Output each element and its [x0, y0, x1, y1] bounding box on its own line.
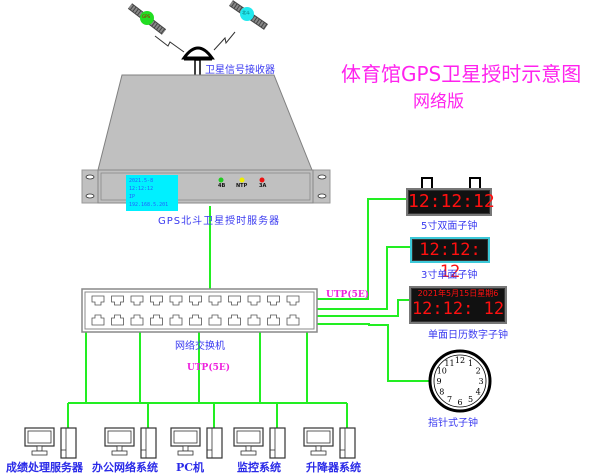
link-analog-clock	[316, 323, 430, 382]
led-3a-label: 3A	[259, 183, 267, 189]
terminal-label-monitoring: 监控系统	[237, 461, 281, 474]
network-links	[67, 198, 430, 428]
lcd-datetime: 2021.5-8 12:12:12	[129, 178, 154, 192]
link-5inch-clock	[316, 198, 406, 300]
analog-clock-label: 指针式子钟	[428, 418, 478, 429]
terminal-label-pc: PC机	[176, 461, 205, 474]
gps-signal-icon	[154, 35, 185, 53]
switch-port-top	[247, 295, 261, 306]
clock-numeral: 9	[436, 377, 441, 386]
computer-icon	[170, 427, 223, 459]
switch-port-top	[189, 295, 202, 306]
clock-numeral: 12	[455, 356, 465, 365]
computer-icon	[24, 427, 77, 459]
calendar-clock-time: 12:12: 12	[411, 299, 505, 319]
switch-port-bottom	[189, 314, 202, 326]
switch-port-bottom	[111, 314, 124, 326]
switch-port-top	[169, 295, 183, 306]
clock-3inch-label: 3寸单面子钟	[421, 270, 478, 281]
server-label: GPS北斗卫星授时服务器	[158, 216, 281, 227]
clock-numeral: 8	[439, 388, 444, 397]
switch-port-bottom	[150, 314, 163, 326]
diagram-subtitle: 网络版	[413, 92, 464, 112]
clock-numeral: 4	[476, 388, 481, 397]
switch-port-top	[267, 295, 280, 306]
clock-3inch-display: 12:12: 12	[410, 237, 490, 282]
gps-satellite	[127, 3, 167, 35]
lcd-ip: IP 192.168.5.201	[129, 194, 169, 208]
calendar-clock-label: 单面日历数字子钟	[428, 330, 508, 341]
switch-port-top	[228, 295, 241, 306]
switch-port-bottom	[286, 314, 300, 326]
receiver-label: 卫星信号接收器	[205, 65, 275, 76]
switch-port-top	[91, 295, 105, 306]
computer-icon	[233, 427, 286, 459]
terminal-label-office-network: 办公网络系统	[92, 461, 158, 474]
beidou-signal-icon	[213, 31, 236, 51]
clock-numeral: 6	[457, 398, 462, 407]
led-3a-icon	[259, 177, 265, 183]
switch-port-bottom	[91, 314, 105, 326]
switch-port-bottom	[130, 314, 144, 326]
link-calendar-clock	[316, 299, 410, 317]
switch-port-top	[130, 295, 144, 306]
switch-port-bottom	[228, 314, 241, 326]
clock-numeral: 11	[444, 359, 454, 368]
clock-numeral: 7	[447, 395, 452, 404]
clock-numeral: 3	[478, 377, 483, 386]
calendar-clock-display: 2021年5月15日星期6 12:12: 12	[409, 286, 507, 324]
link-3inch-clock	[316, 246, 410, 310]
clock-hanger-left-icon	[421, 177, 433, 188]
switch-port-bottom	[267, 314, 280, 326]
clock-numeral: 2	[476, 367, 481, 376]
switch-port-bottom	[247, 314, 261, 326]
calendar-clock-date: 2021年5月15日星期6	[417, 289, 499, 298]
led-4b-icon	[218, 177, 224, 183]
clock-hanger-right-icon	[469, 177, 481, 188]
clock-numeral: 10	[437, 367, 447, 376]
switch-port-bottom	[169, 314, 183, 326]
switch-port-top	[150, 295, 163, 306]
switch-port-top	[208, 295, 222, 306]
diagram-title: 体育馆GPS卫星授时示意图	[341, 62, 582, 86]
network-switch	[81, 288, 318, 333]
switch-port-top	[111, 295, 124, 306]
beidou-satellite-label: 北斗	[242, 10, 250, 15]
clock-5inch-label: 5寸双面子钟	[421, 221, 478, 232]
switch-port-bottom	[208, 314, 222, 326]
led-ntp-label: NTP	[236, 183, 248, 189]
clock-numeral: 1	[468, 359, 473, 368]
server-chassis-top	[97, 74, 313, 171]
utp-label-down: UTP(5E)	[187, 363, 230, 373]
computer-icon	[104, 427, 157, 459]
led-ntp-icon	[239, 177, 245, 183]
switch-port-top	[286, 295, 300, 306]
led-4b-label: 4B	[218, 183, 226, 189]
gps-satellite-label: GPS	[142, 14, 151, 19]
switch-label: 网络交换机	[175, 341, 225, 352]
clock-numeral: 5	[468, 395, 473, 404]
computer-icon	[303, 427, 356, 459]
terminal-label-score-server: 成绩处理服务器	[6, 461, 83, 474]
terminal-label-lift-system: 升降器系统	[306, 461, 361, 474]
utp-label-right: UTP(5E)	[326, 290, 369, 300]
server-lcd: 2021.5-8 12:12:12 IP 192.168.5.201	[126, 175, 178, 211]
beidou-satellite	[229, 0, 268, 30]
clock-5inch-display: 12:12:12	[406, 188, 495, 216]
